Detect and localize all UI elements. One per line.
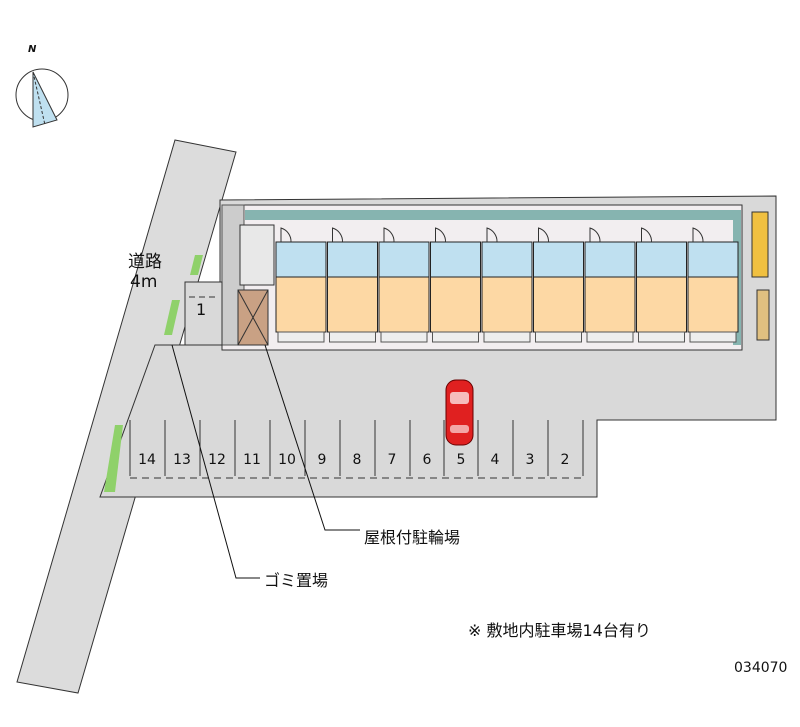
planting	[104, 425, 123, 492]
parking-number: 9	[317, 452, 327, 468]
planting	[190, 255, 203, 275]
property-code: 034070	[734, 660, 788, 676]
road-label: 道路	[128, 252, 162, 272]
apartment-unit	[430, 227, 481, 343]
parking-number: 13	[173, 452, 191, 468]
teal-walkway	[245, 210, 740, 220]
apartment-unit	[636, 227, 687, 343]
parking-number: 12	[208, 452, 226, 468]
leader-line-bicycle	[264, 344, 360, 531]
parking-number: 5	[456, 452, 466, 468]
parking-number: 10	[278, 452, 296, 468]
parking-number: 14	[138, 452, 156, 468]
parking-number: 7	[387, 452, 397, 468]
planting	[164, 300, 180, 335]
road	[16, 139, 237, 694]
storage	[751, 211, 769, 278]
bicycle-parking-area	[237, 289, 269, 346]
car	[445, 379, 474, 446]
road-width: 4m	[130, 272, 158, 292]
garbage-area-label: ゴミ置場	[264, 571, 329, 590]
apartment-unit	[275, 227, 327, 343]
parking-number-1: 1	[196, 300, 207, 319]
compass-north-label: N	[28, 44, 37, 55]
parking-number: 11	[243, 452, 261, 468]
apartment-unit	[481, 227, 533, 343]
parking-space-1	[184, 281, 223, 346]
leader-line-garbage	[171, 344, 260, 579]
parking-number: 8	[352, 452, 362, 468]
parking-note: ※ 敷地内駐車場14台有り	[468, 621, 651, 640]
parking-number: 2	[560, 452, 570, 468]
parking-number: 3	[525, 452, 535, 468]
north-compass-icon	[15, 68, 69, 128]
bicycle-parking-label: 屋根付駐輪場	[364, 528, 461, 547]
parking-number: 4	[490, 452, 500, 468]
apartment-unit	[327, 227, 378, 343]
apartment-unit	[378, 227, 430, 343]
parking-number: 6	[422, 452, 432, 468]
storage	[756, 289, 770, 341]
apartment-unit	[687, 227, 739, 343]
apartment-unit	[533, 227, 584, 343]
stairwell	[239, 224, 275, 286]
apartment-unit	[584, 227, 636, 343]
